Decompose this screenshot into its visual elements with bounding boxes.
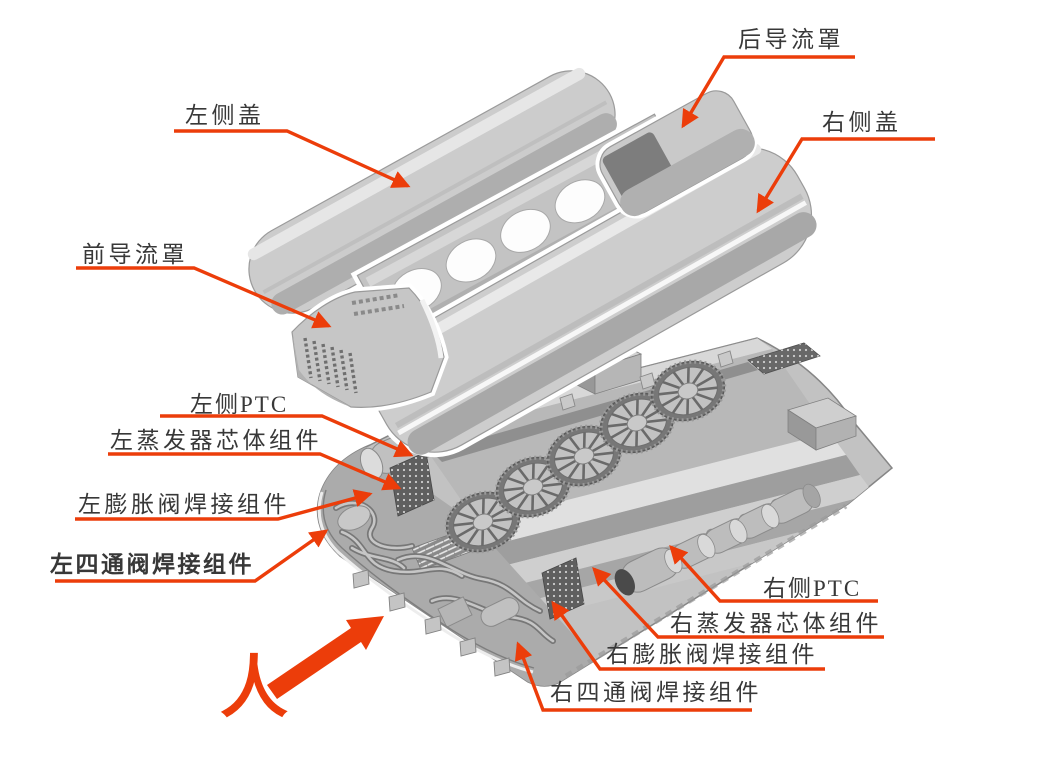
base-unit	[316, 337, 894, 687]
label-left-expansion-valve: 左膨胀阀焊接组件	[78, 492, 290, 517]
leader-left-cover	[174, 129, 411, 188]
front-rail	[322, 489, 535, 669]
label-direction-person: 人	[220, 650, 289, 726]
label-right-ptc: 右侧PTC	[763, 576, 862, 601]
rear-deflector-shape	[595, 86, 758, 219]
valve-block	[437, 596, 473, 628]
leader-left-four-way-valve	[55, 529, 329, 583]
cover-assembly	[247, 67, 817, 458]
leader-right-evaporator	[592, 566, 884, 639]
label-right-expansion-valve: 右膨胀阀焊接组件	[606, 642, 818, 667]
label-left-evaporator: 左蒸发器芯体组件	[110, 428, 322, 453]
leader-right-cover	[756, 137, 935, 214]
valve-block	[480, 597, 520, 627]
direction-arrow	[267, 616, 384, 699]
leader-rear-deflector	[681, 55, 855, 129]
leader-right-four-way-valve	[514, 641, 752, 712]
label-left-ptc: 左侧PTC	[190, 392, 289, 417]
leader-right-expansion-valve	[551, 600, 825, 671]
right-side-cover-shape	[367, 142, 817, 458]
front-edge-serration	[564, 503, 848, 679]
leader-right-ptc	[669, 544, 878, 603]
valve-pipe-bay	[317, 447, 596, 686]
vent-slots	[303, 337, 358, 394]
label-right-four-way-valve: 右四通阀焊接组件	[550, 680, 762, 705]
embossed-marks	[351, 293, 405, 316]
label-left-cover: 左侧盖	[185, 103, 265, 128]
front-deflector-shape	[287, 283, 449, 412]
left-side-cover-shape	[247, 67, 617, 315]
label-front-deflector: 前导流罩	[82, 242, 188, 267]
label-right-cover: 右侧盖	[822, 110, 902, 135]
electrical-box	[787, 397, 857, 451]
left-evaporator-panel	[389, 451, 435, 517]
grille-panel	[747, 342, 821, 375]
leader-lines	[55, 55, 935, 712]
accumulator	[337, 505, 371, 531]
leader-left-expansion-valve	[75, 489, 373, 521]
leader-left-evaporator	[108, 452, 402, 491]
leader-front-deflector	[76, 266, 332, 329]
mounting-feet	[352, 569, 511, 677]
leader-left-ptc	[160, 414, 414, 458]
label-right-evaporator: 右蒸发器芯体组件	[670, 611, 882, 636]
label-rear-deflector: 后导流罩	[738, 27, 844, 52]
label-left-four-way-valve: 左四通阀焊接组件	[50, 552, 254, 577]
front-rail	[317, 491, 534, 674]
